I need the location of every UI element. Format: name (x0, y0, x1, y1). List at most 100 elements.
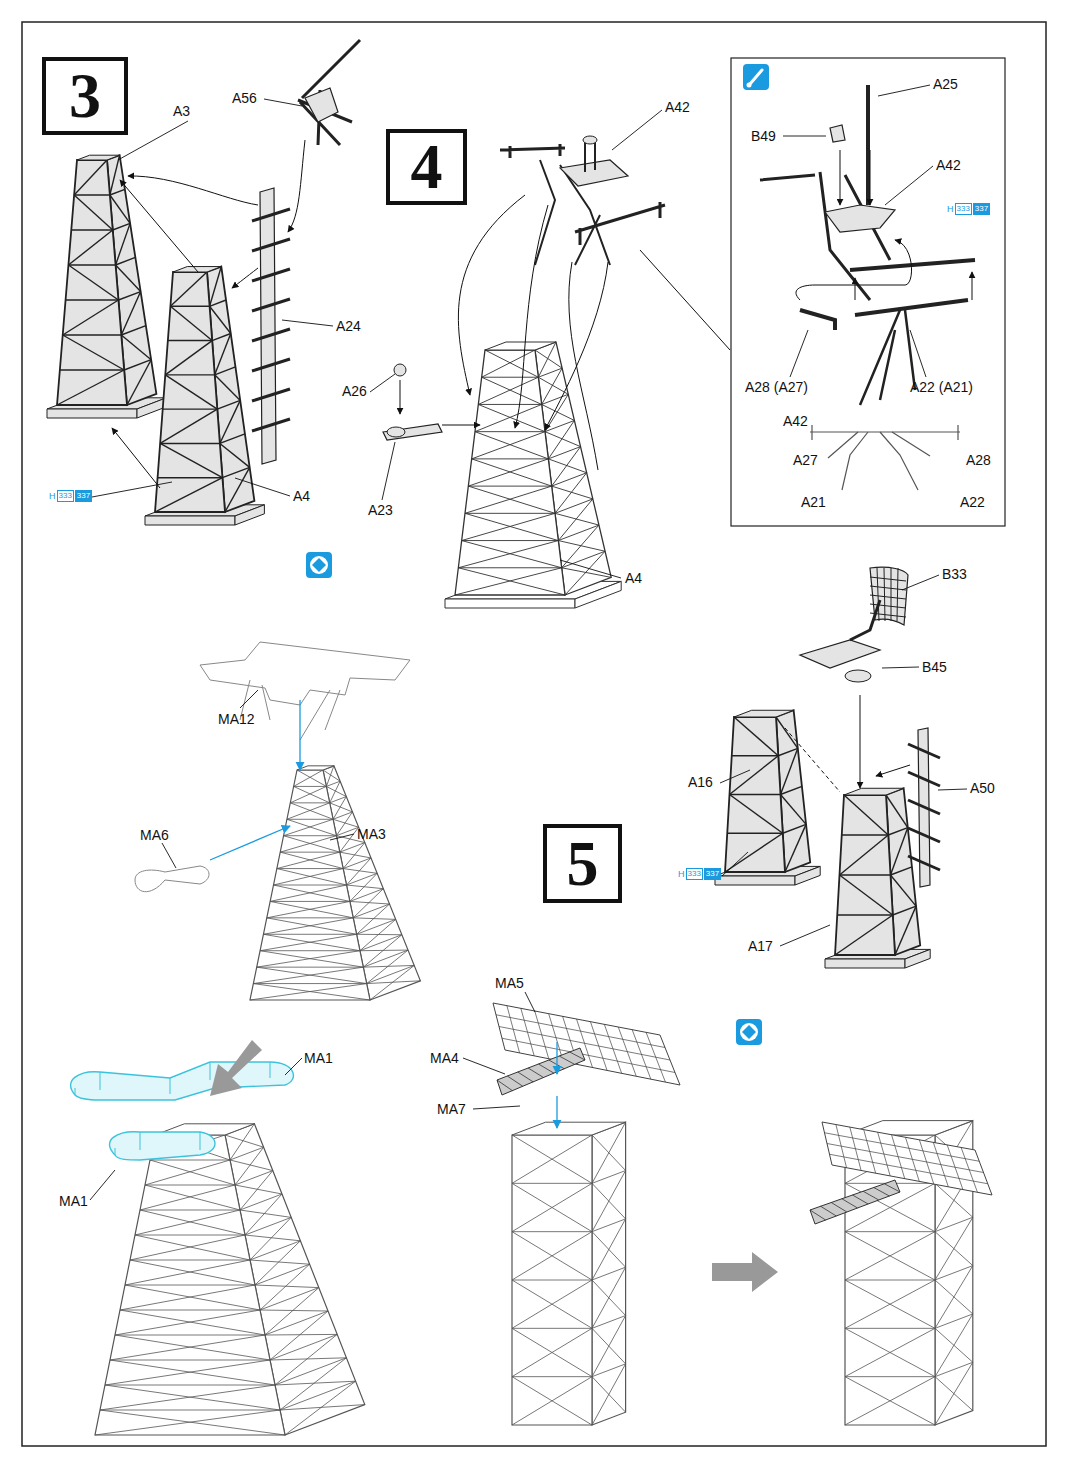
part-outline (155, 272, 225, 512)
lattice-member (263, 934, 356, 935)
lattice-member (120, 1310, 265, 1335)
lattice-member (592, 1267, 626, 1280)
lattice-member (170, 306, 209, 307)
step-arrow (712, 1252, 778, 1292)
lattice-member (730, 756, 779, 795)
lattice-member (60, 369, 124, 370)
lattice-member (592, 1267, 626, 1328)
lattice-member (270, 1334, 337, 1360)
lattice-member (145, 1185, 235, 1186)
lattice-member (886, 795, 908, 828)
lattice-member (57, 370, 124, 405)
lattice-member (725, 833, 783, 872)
lattice-member (360, 919, 396, 950)
lattice-member (458, 541, 558, 568)
lattice-member (294, 786, 330, 802)
assembly-arrow (112, 428, 160, 488)
lattice-member (592, 1219, 626, 1232)
lattice-member (935, 1362, 973, 1425)
part-number: MA4 (430, 1050, 459, 1066)
lattice-member (512, 1183, 592, 1184)
part-outline (200, 642, 410, 705)
assembly-arrow (860, 695, 861, 788)
lattice-member (68, 230, 112, 265)
leader-line (882, 667, 919, 668)
leader-line (525, 992, 535, 1012)
part-outline (394, 364, 406, 376)
lattice-member (253, 967, 363, 983)
assembly-arrow (299, 700, 300, 770)
lattice-member (263, 934, 360, 950)
lattice-member (265, 1334, 337, 1336)
assembly-arrow (796, 240, 912, 300)
lattice-member (592, 1364, 626, 1425)
lattice-member (95, 1410, 280, 1435)
page-border (22, 22, 1046, 1446)
lattice-member (255, 1285, 319, 1288)
lattice-member (120, 1310, 260, 1311)
lattice-member (290, 786, 326, 802)
lattice-member (125, 1285, 255, 1286)
lattice-member (559, 1056, 574, 1064)
lattice-member (343, 869, 377, 874)
platform-part (383, 136, 665, 440)
part-outline (725, 717, 785, 872)
ladder-rung (252, 419, 290, 431)
step-arrows (210, 1040, 778, 1292)
lattice-member (270, 885, 346, 901)
lattice-member (165, 374, 214, 375)
lattice-member (512, 1135, 592, 1183)
part-outline (800, 310, 835, 330)
ladder-rung (908, 744, 940, 758)
option-icon (742, 1025, 756, 1039)
lattice-member (116, 265, 141, 292)
lattice-member (552, 486, 593, 499)
lattice-member (323, 770, 340, 781)
paint-code: 333 (955, 203, 972, 215)
part-drawings (47, 40, 992, 1435)
lattice-member (110, 1360, 275, 1385)
lattice-member (785, 824, 806, 872)
lattice-member (538, 377, 568, 394)
lattice-member (210, 267, 222, 307)
lattice-member (781, 795, 807, 825)
ladder-rung (908, 828, 940, 842)
lattice-member (250, 1217, 291, 1260)
lattice-member (260, 1310, 328, 1311)
lattice-member (367, 981, 421, 984)
lattice-member (562, 551, 605, 568)
lattice-member (68, 264, 115, 265)
railing-part (115, 1132, 200, 1155)
lattice-member (350, 901, 390, 904)
lattice-member (267, 917, 353, 918)
assembly-arrow (556, 1042, 557, 1074)
lattice-member (287, 819, 333, 820)
lattice-member (512, 1183, 592, 1231)
part-number: A42 (936, 157, 961, 173)
lattice-member (245, 1235, 300, 1241)
tower-top (297, 766, 334, 770)
lattice-member (105, 1360, 270, 1385)
lattice-member (468, 459, 548, 486)
lattice-member (512, 1232, 592, 1280)
lattice-member (845, 1328, 935, 1376)
lattice-member (367, 965, 415, 983)
symbols (306, 64, 769, 1045)
option-icon (306, 552, 332, 578)
part-number: A28 (966, 452, 991, 468)
lattice-member (135, 1210, 240, 1235)
lattice-member (284, 819, 334, 835)
lattice-member (845, 1232, 935, 1280)
lattice-member (160, 409, 217, 443)
ladder-rung (252, 329, 290, 341)
lattice-member (100, 1385, 275, 1410)
lattice-member (512, 1135, 592, 1183)
ladder-rung (252, 299, 290, 311)
lattice-member (935, 1217, 973, 1231)
lattice-member (110, 1335, 265, 1360)
base-plate (715, 876, 795, 885)
lattice-member (280, 852, 340, 853)
ladder-rung (908, 800, 940, 814)
part-number: B49 (751, 128, 776, 144)
tower-part (715, 710, 820, 885)
